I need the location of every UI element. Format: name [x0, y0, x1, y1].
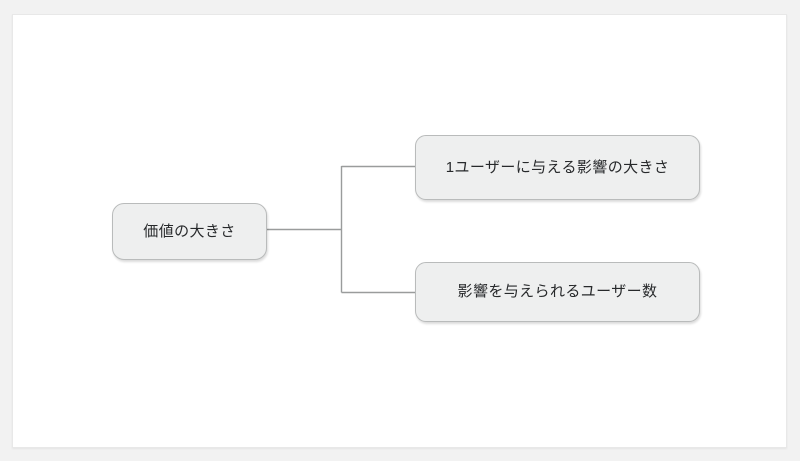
tree-node-root-label: 価値の大きさ	[143, 222, 236, 240]
tree-node-child-1-label: 1ユーザーに与える影響の大きさ	[445, 158, 670, 176]
tree-node-child-2-label: 影響を与えられるユーザー数	[457, 283, 658, 300]
tree-node-child-1[interactable]: 1ユーザーに与える影響の大きさ	[415, 135, 700, 200]
tree-node-child-2[interactable]: 影響を与えられるユーザー数	[415, 262, 700, 322]
tree-node-root[interactable]: 価値の大きさ	[112, 203, 267, 260]
